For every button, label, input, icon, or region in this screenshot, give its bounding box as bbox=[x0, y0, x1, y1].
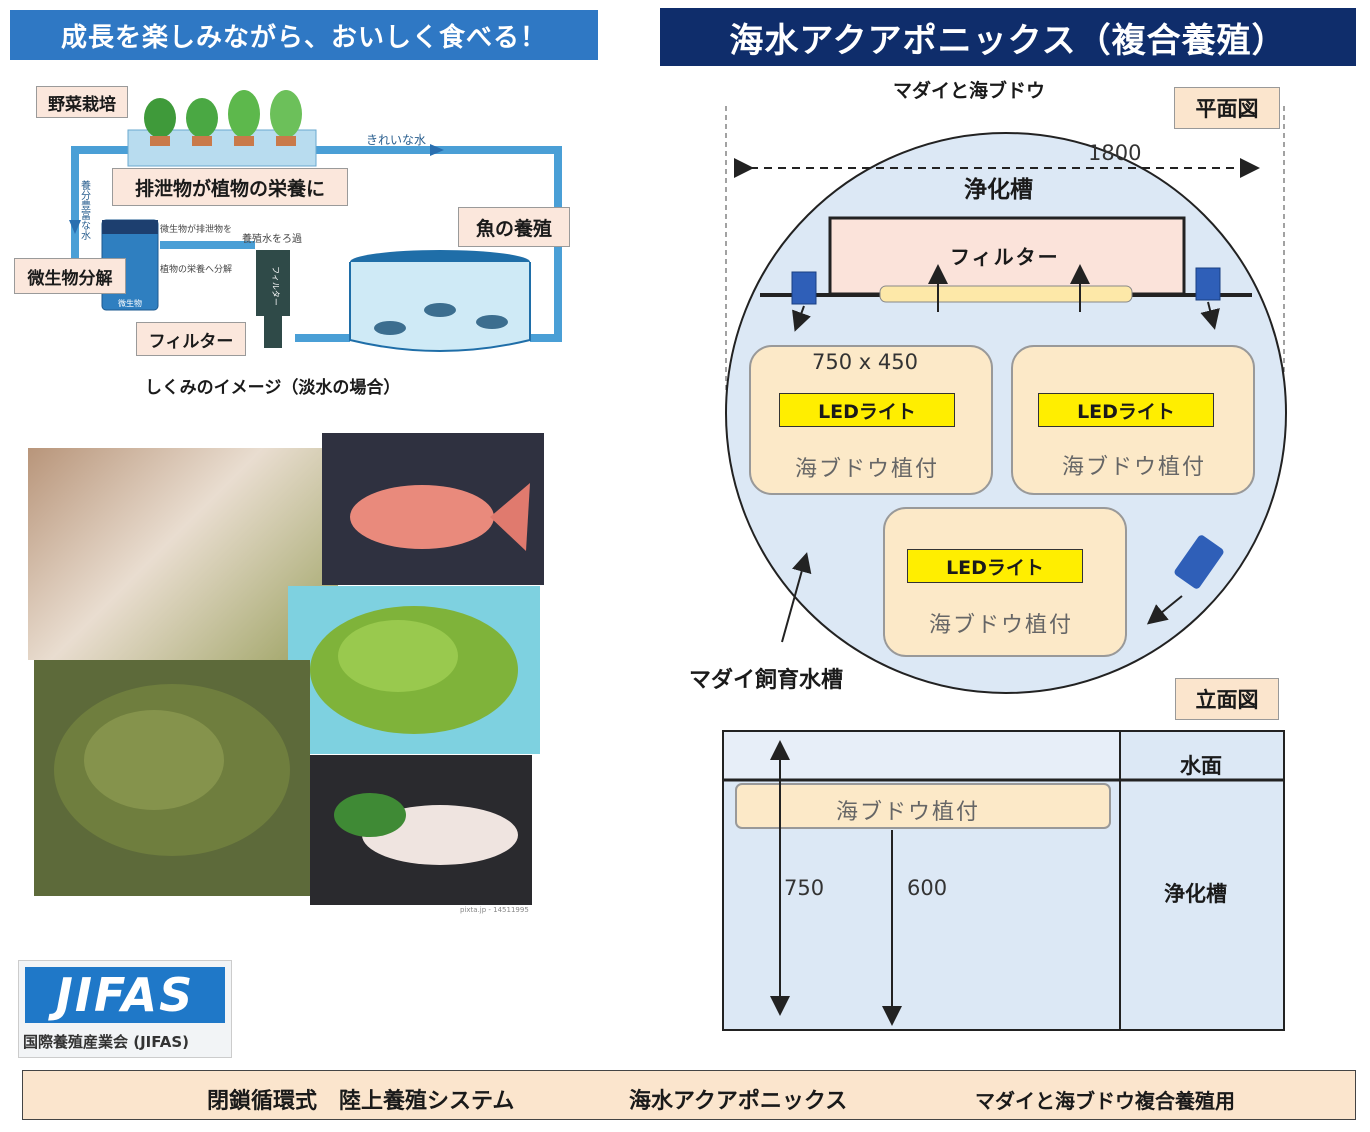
outlet-arrow bbox=[1200, 301, 1220, 330]
purifier-filter-box bbox=[828, 216, 1186, 296]
flow-arrow bbox=[69, 220, 81, 234]
label-microbe: 微生物分解 bbox=[14, 258, 126, 294]
tray-1-label: 海ブドウ植付 bbox=[795, 457, 940, 482]
elevation-planting-label: 海ブドウ植付 bbox=[836, 800, 981, 825]
label-filter: フィルター bbox=[136, 322, 246, 356]
aquaponics-cycle-diagram: 微生物 フィルター きれいな水 微生物が排泄物を 植物の栄養へ分解 養殖水をろ過… bbox=[69, 90, 562, 352]
tray-size-label: 750 x 450 bbox=[812, 350, 918, 374]
left-banner: 成長を楽しみながら、おいしく食べる！ bbox=[10, 10, 598, 60]
filter-bar bbox=[879, 285, 1133, 303]
photo-sashimi-plate bbox=[310, 755, 532, 905]
led-light-2: LEDライト bbox=[1038, 393, 1214, 427]
photo-sea-grapes-bunch bbox=[34, 660, 310, 896]
microbe-tank-label: 微生物 bbox=[118, 298, 142, 308]
jifas-logo: JIFAS 国際養殖産業会 (JIFAS) bbox=[18, 960, 232, 1058]
plan-subtitle: マダイと海ブドウ bbox=[893, 80, 1046, 102]
photo-sashimi-platter bbox=[28, 448, 338, 660]
elevation-view-tag: 立面図 bbox=[1175, 678, 1279, 720]
led-light-3: LEDライト bbox=[907, 549, 1083, 583]
microbe-note-2: 植物の栄養へ分解 bbox=[160, 263, 232, 275]
left-banner-title: 成長を楽しみながら、おいしく食べる！ bbox=[60, 22, 547, 53]
label-fish-farming: 魚の養殖 bbox=[458, 207, 570, 247]
label-vegetable: 野菜栽培 bbox=[36, 86, 128, 118]
aerator-device bbox=[1174, 535, 1224, 589]
photo-sea-grapes bbox=[288, 586, 540, 754]
logo-org-name: 国際養殖産業会 (JIFAS) bbox=[23, 1033, 190, 1051]
pump-right bbox=[1195, 267, 1221, 301]
elevation-view-diagram bbox=[722, 730, 1285, 1031]
label-nutrient: 排泄物が植物の栄養に bbox=[112, 168, 348, 206]
footer-item-purpose: マダイと海ブドウ複合養殖用 bbox=[975, 1089, 1235, 1113]
right-banner: 海水アクアポニックス（複合養殖） bbox=[660, 8, 1356, 66]
microbe-note-1: 微生物が排泄物を bbox=[160, 223, 232, 235]
tray-3-label: 海ブドウ植付 bbox=[929, 613, 1074, 638]
purifier-label: 浄化槽 bbox=[964, 177, 1033, 203]
flow-arrow bbox=[1146, 595, 1183, 625]
filter-device bbox=[256, 250, 290, 316]
filter-note: 養殖水をろ過 bbox=[242, 232, 302, 245]
flow-arrow bbox=[430, 144, 444, 156]
footer-item-aquaponics: 海水アクアポニックス bbox=[629, 1089, 848, 1114]
filter-device-label: フィルター bbox=[271, 266, 280, 306]
plan-view-tag: 平面図 bbox=[1174, 87, 1280, 129]
photo-credit: pixta.jp - 14511995 bbox=[460, 906, 529, 914]
filter-label: フィルター bbox=[950, 245, 1060, 269]
photo-red-sea-bream bbox=[322, 433, 544, 585]
elevation-purifier-label: 浄化槽 bbox=[1164, 882, 1227, 906]
fish-icons bbox=[374, 303, 508, 335]
pump-left bbox=[791, 271, 817, 305]
plant-icons bbox=[144, 90, 302, 146]
footer-bar: 閉鎖循環式 陸上養殖システム 海水アクアポニックス マダイと海ブドウ複合養殖用 bbox=[22, 1070, 1356, 1120]
right-banner-title: 海水アクアポニックス（複合養殖） bbox=[729, 20, 1287, 61]
logo-mark: JIFAS bbox=[25, 967, 225, 1023]
planting-tray bbox=[735, 783, 1111, 829]
water-surface-label: 水面 bbox=[1180, 754, 1222, 778]
clean-water-label: きれいな水 bbox=[366, 133, 426, 147]
led-light-1: LEDライト bbox=[779, 393, 955, 427]
rich-water-label: 養分豊富な水 bbox=[79, 179, 91, 240]
outlet-arrow bbox=[792, 305, 811, 332]
depth-water-label: 600 bbox=[907, 876, 948, 900]
tray-2-label: 海ブドウ植付 bbox=[1062, 455, 1207, 480]
cycle-caption: しくみのイメージ（淡水の場合） bbox=[145, 378, 401, 398]
depth-total-label: 750 bbox=[784, 876, 825, 900]
footer-item-system: 閉鎖循環式 陸上養殖システム bbox=[207, 1089, 515, 1114]
sea-bream-tank-label: マダイ飼育水槽 bbox=[689, 668, 844, 693]
width-dimension-value: 1800 bbox=[1088, 141, 1142, 165]
tank-pointer-up bbox=[781, 552, 812, 643]
